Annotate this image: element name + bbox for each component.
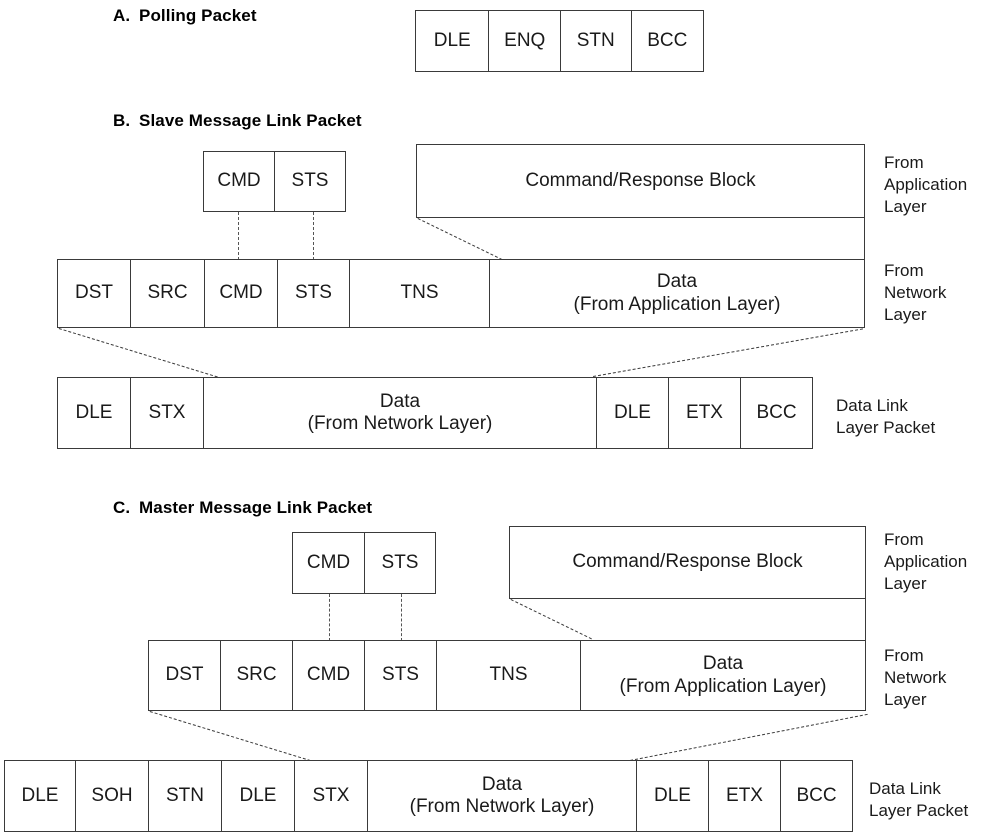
- block-right-edge-extension: [864, 218, 865, 260]
- cell-etx: ETX: [709, 761, 781, 831]
- section-c-letter: C.: [113, 498, 131, 517]
- cell-enq: ENQ: [489, 11, 561, 71]
- cmd-connector-line: [329, 594, 330, 641]
- cell-command-response-block: Command/Response Block: [572, 551, 803, 573]
- master-network-layer-row: DST SRC CMD STS TNS Data (From Applicati…: [148, 640, 866, 711]
- block-right-edge-extension: [865, 599, 866, 641]
- network-to-datalink-right-connector: [630, 713, 868, 761]
- cell-tns: TNS: [437, 641, 581, 710]
- cell-cmd: CMD: [293, 641, 365, 710]
- cell-sts: STS: [278, 260, 350, 327]
- master-application-block-row: Command/Response Block: [509, 526, 866, 599]
- master-data-link-layer-packet-label: Data Link Layer Packet: [869, 779, 969, 820]
- cell-bcc: BCC: [796, 784, 837, 806]
- master-from-network-layer-label: From Network Layer: [884, 646, 947, 709]
- section-a-title: A. Polling Packet: [113, 6, 257, 26]
- slave-application-cmd-sts-row: CMD STS: [203, 151, 346, 212]
- cmd-connector-line: [238, 212, 239, 260]
- cell-stn: STN: [149, 761, 222, 831]
- cell-dle-2: DLE: [597, 378, 669, 448]
- cell-data-from-application-layer: Data (From Application Layer): [619, 653, 827, 697]
- cell-etx: ETX: [669, 378, 741, 448]
- cell-dle-3: DLE: [637, 761, 709, 831]
- cell-data-from-network-layer: Data (From Network Layer): [368, 761, 637, 831]
- polling-packet-row: DLE ENQ STN BCC: [415, 10, 704, 72]
- section-c-title-text: Master Message Link Packet: [139, 498, 373, 517]
- cell-command-response-block: Command/Response Block: [525, 169, 756, 191]
- slave-network-layer-row: DST SRC CMD STS TNS Data (From Applicati…: [57, 259, 865, 328]
- network-to-datalink-left-connector: [58, 328, 218, 378]
- section-b-title-text: Slave Message Link Packet: [139, 111, 362, 130]
- cell-tns: TNS: [350, 260, 490, 327]
- section-b-letter: B.: [113, 111, 131, 130]
- master-application-cmd-sts-row: CMD STS: [292, 532, 436, 594]
- cell-cmd: CMD: [204, 152, 275, 211]
- block-to-network-connector: [417, 218, 503, 261]
- cell-dle: DLE: [58, 378, 131, 448]
- cell-dle-2: DLE: [222, 761, 295, 831]
- section-c-title: C. Master Message Link Packet: [113, 498, 372, 518]
- cell-bcc: BCC: [647, 29, 688, 51]
- master-from-application-layer-label: From Application Layer: [884, 530, 968, 593]
- cell-data-from-network-layer: Data (From Network Layer): [204, 378, 597, 448]
- cell-data-from-application-layer: Data (From Application Layer): [573, 271, 781, 315]
- slave-data-link-layer-packet-label: Data Link Layer Packet: [836, 396, 936, 437]
- slave-from-application-layer-label: From Application Layer: [884, 153, 968, 216]
- cell-sts: STS: [365, 641, 437, 710]
- network-to-datalink-right-connector: [593, 328, 864, 377]
- cell-src: SRC: [131, 260, 205, 327]
- sts-connector-line: [401, 594, 402, 641]
- cell-cmd: CMD: [205, 260, 278, 327]
- cell-bcc: BCC: [756, 401, 797, 423]
- cell-stn: STN: [561, 11, 632, 71]
- section-a-title-text: Polling Packet: [139, 6, 257, 25]
- cell-src: SRC: [221, 641, 293, 710]
- cell-dle: DLE: [416, 11, 490, 71]
- cell-dle: DLE: [5, 761, 76, 831]
- slave-data-link-layer-row: DLE STX Data (From Network Layer) DLE ET…: [57, 377, 813, 449]
- cell-stx: STX: [295, 761, 368, 831]
- cell-sts: STS: [291, 170, 329, 192]
- cell-dst: DST: [149, 641, 221, 710]
- section-a-letter: A.: [113, 6, 131, 25]
- slave-from-network-layer-label: From Network Layer: [884, 261, 947, 324]
- sts-connector-line: [313, 212, 314, 260]
- slave-application-block-row: Command/Response Block: [416, 144, 865, 218]
- cell-sts: STS: [381, 551, 419, 573]
- cell-stx: STX: [131, 378, 204, 448]
- master-data-link-layer-row: DLE SOH STN DLE STX Data (From Network L…: [4, 760, 853, 832]
- cell-cmd: CMD: [293, 533, 365, 593]
- cell-dst: DST: [58, 260, 131, 327]
- block-to-network-connector: [510, 599, 592, 640]
- section-b-title: B. Slave Message Link Packet: [113, 111, 362, 131]
- cell-soh: SOH: [76, 761, 149, 831]
- network-to-datalink-left-connector: [149, 711, 330, 767]
